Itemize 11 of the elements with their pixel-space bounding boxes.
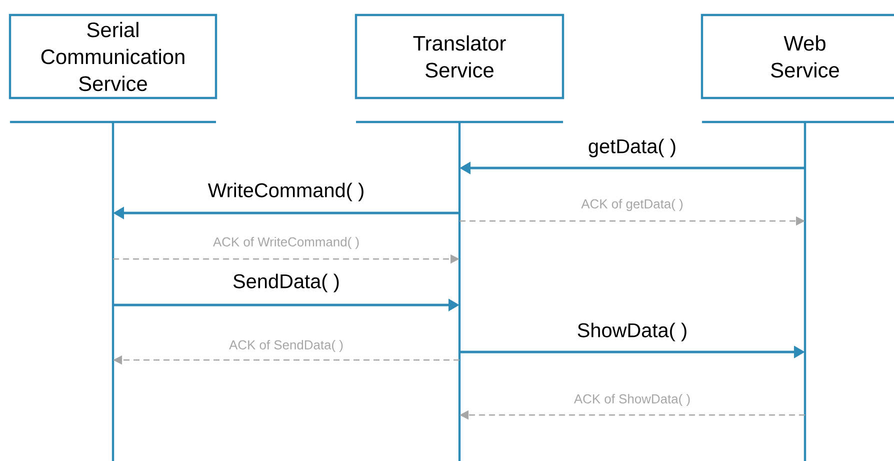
- participant-box: Web Service: [700, 14, 894, 100]
- message-label: SendData( ): [233, 274, 339, 292]
- message-label: ACK of WriteCommand( ): [213, 236, 359, 250]
- message-label: ACK of getData( ): [581, 198, 683, 212]
- message-label: WriteCommand( ): [208, 182, 364, 202]
- message-label: ACK of ShowData( ): [574, 394, 690, 406]
- message-label: ACK of SendData( ): [229, 340, 343, 352]
- message-label: getData( ): [588, 138, 676, 158]
- message-label: ShowData( ): [578, 322, 686, 342]
- participant-box: Translator Service: [354, 14, 564, 100]
- participant-box: Serial Communication Service: [8, 14, 218, 100]
